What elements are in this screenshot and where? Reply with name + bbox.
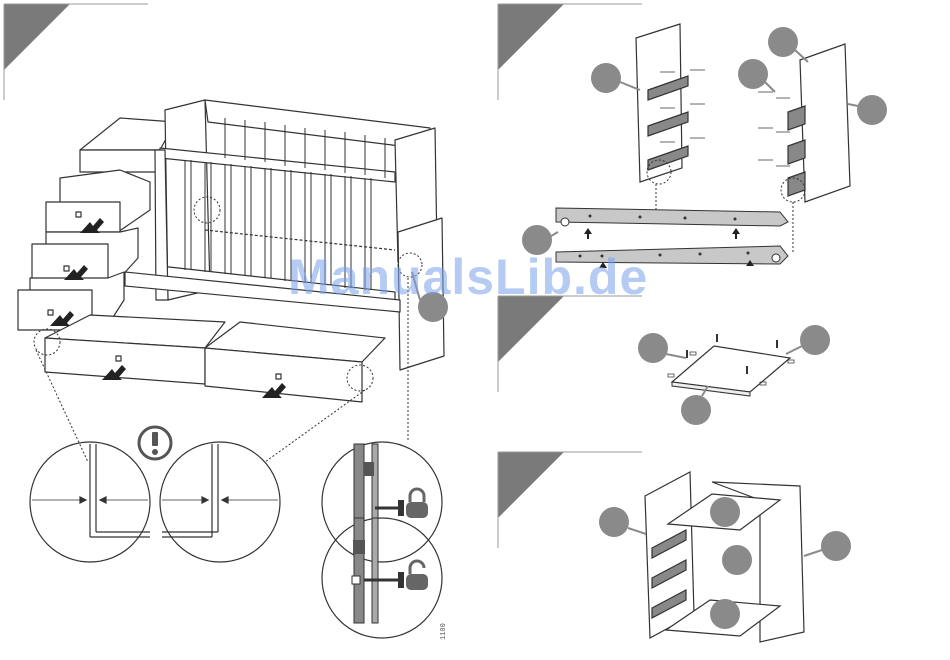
underbed-drawer-right bbox=[205, 322, 385, 402]
padlock-open-icon bbox=[406, 561, 428, 590]
step-marker-3 bbox=[498, 296, 642, 392]
drawer-rail-bottom bbox=[556, 246, 788, 268]
page-code: 1100 bbox=[440, 623, 448, 640]
gap-detail-left bbox=[30, 442, 150, 562]
crib-slats bbox=[185, 118, 385, 290]
rail-detail-circles bbox=[647, 160, 805, 252]
gap-detail-right bbox=[160, 442, 280, 562]
crib-assembly-illustration bbox=[18, 100, 444, 402]
step-marker-2 bbox=[498, 4, 642, 100]
drawer-rail-top bbox=[556, 208, 788, 239]
part-callouts-step4 bbox=[599, 497, 851, 629]
underbed-drawer-left bbox=[45, 315, 225, 384]
exclamation-circle-icon bbox=[139, 427, 171, 459]
padlock-closed-icon bbox=[406, 489, 428, 518]
shelf-board-step3 bbox=[668, 334, 794, 396]
step-marker-1 bbox=[4, 4, 148, 100]
side-panel-left bbox=[636, 24, 688, 182]
